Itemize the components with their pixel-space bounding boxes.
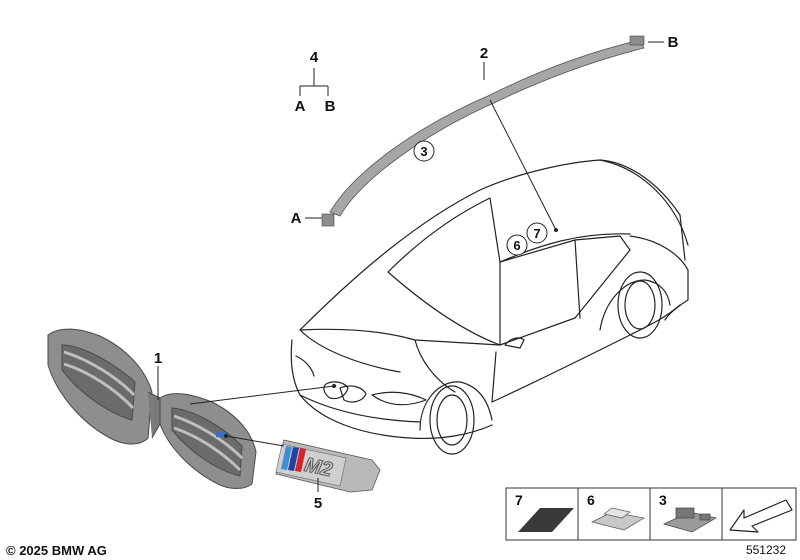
roof-moulding-strip (321, 35, 645, 227)
grille-m-badge (216, 432, 226, 437)
callout-4a: A (295, 98, 306, 115)
clip-icon (590, 507, 645, 531)
copyright: © 2025 BMW AG (6, 543, 107, 558)
circled-callout-3: 3 (413, 140, 435, 162)
leader-dot-roof (554, 228, 558, 232)
m-stripe-red (295, 448, 306, 472)
callout-5: 5 (314, 495, 322, 512)
m2-badge: M2 (275, 439, 381, 493)
leader-lines (157, 41, 664, 492)
svg-text:6: 6 (513, 238, 520, 253)
callout-end-a: A (291, 210, 302, 227)
callout-2: 2 (480, 45, 488, 62)
m-stripe-dark-blue (288, 447, 299, 471)
m-stripe-light-blue (281, 446, 292, 470)
leader-dot-grille (332, 384, 336, 388)
car-outline (290, 159, 689, 455)
callout-1: 1 (154, 350, 162, 367)
legend-number-6: 6 (587, 492, 595, 508)
callout-4: 4 (310, 49, 319, 66)
callout-4b: B (325, 98, 336, 115)
legend-number-3: 3 (659, 492, 667, 508)
parts-legend: 7 6 3 (505, 487, 797, 541)
bracket-clip-icon (662, 507, 717, 533)
legend-number-7: 7 (515, 492, 523, 508)
diagram-number: 551232 (746, 543, 786, 557)
leader-dot-badge (224, 434, 228, 438)
arrow-icon (729, 499, 793, 533)
strip-end-cap-a (321, 213, 335, 227)
svg-text:3: 3 (420, 144, 427, 159)
callout-end-b: B (668, 34, 679, 51)
kidney-grille (47, 328, 257, 489)
foam-pad-icon (518, 508, 574, 532)
circled-callout-6: 6 (506, 234, 528, 256)
svg-text:7: 7 (533, 226, 540, 241)
strip-end-cap-b (629, 35, 645, 46)
circled-callout-7: 7 (526, 222, 548, 244)
